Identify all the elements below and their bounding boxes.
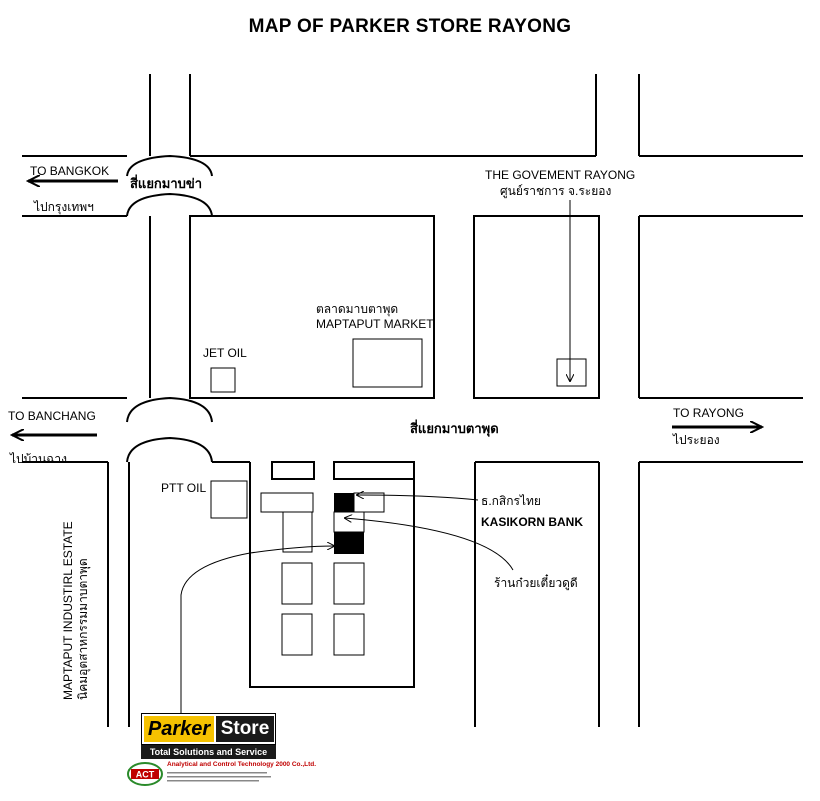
label-jet-oil: JET OIL bbox=[203, 346, 247, 360]
overpass-arc bbox=[126, 192, 213, 217]
label-government-th: ศูนย์ราชการ จ.ระยอง bbox=[500, 184, 612, 198]
overpass-arc bbox=[126, 436, 213, 463]
ptt-oil-station bbox=[210, 480, 248, 519]
building bbox=[260, 492, 314, 513]
block-small bbox=[271, 461, 315, 480]
building bbox=[281, 613, 313, 656]
act-logo-icon: ACT bbox=[127, 762, 163, 786]
parker-store-marker bbox=[334, 532, 364, 554]
label-market-en: MAPTAPUT MARKET bbox=[316, 317, 434, 331]
partner-fine-print bbox=[167, 771, 275, 785]
building bbox=[333, 511, 365, 533]
label-to-rayong: TO RAYONG bbox=[673, 406, 744, 420]
building bbox=[333, 562, 365, 605]
logo-banner: Parker Store bbox=[141, 713, 276, 745]
label-government-en: THE GOVEMENT RAYONG bbox=[485, 168, 636, 182]
route-to-store bbox=[180, 546, 334, 727]
government-building bbox=[556, 358, 587, 387]
label-bank-en: KASIKORN BANK bbox=[481, 515, 583, 529]
block-government bbox=[473, 215, 600, 399]
parker-store-logo: Parker Store Total Solutions and Service… bbox=[127, 713, 316, 793]
label-to-banchang: TO BANCHANG bbox=[8, 409, 96, 423]
overpass-arc bbox=[126, 396, 213, 423]
kasikorn-bank-marker bbox=[334, 493, 354, 512]
label-to-rayong-th: ไประยอง bbox=[673, 433, 720, 447]
maptaput-market-building bbox=[352, 338, 423, 388]
logo-parker-text: Parker bbox=[144, 716, 214, 742]
overpass-arc bbox=[126, 154, 213, 177]
block-small bbox=[333, 461, 415, 480]
label-bank-th: ธ.กสิกรไทย bbox=[481, 494, 541, 508]
label-ptt-oil: PTT OIL bbox=[161, 481, 207, 495]
building bbox=[281, 562, 313, 605]
logo-store-text: Store bbox=[216, 716, 274, 742]
pointer-noodle bbox=[345, 518, 514, 571]
building bbox=[333, 613, 365, 656]
label-estate-th: นิคมอุตสาหกรรมมาบตาพุด bbox=[76, 558, 90, 700]
partner-company-name: Analytical and Control Technology 2000 C… bbox=[167, 761, 317, 768]
block-market bbox=[189, 215, 435, 399]
label-junction-top: สี่แยกมาบข่า bbox=[130, 176, 203, 191]
pointer-bank bbox=[357, 495, 479, 501]
label-to-bangkok-th: ไปกรุงเทพฯ bbox=[34, 200, 94, 214]
label-noodle-shop: ร้านก๋วยเตี๋ยวดูดี bbox=[494, 576, 578, 590]
label-to-banchang-th: ไปบ้านฉาง bbox=[10, 452, 67, 466]
act-logo-text: ACT bbox=[136, 770, 155, 780]
label-market-th: ตลาดมาบตาพุด bbox=[316, 302, 399, 316]
label-estate-en: MAPTAPUT INDUSTIRL ESTATE bbox=[61, 521, 75, 700]
building bbox=[282, 511, 313, 553]
jet-oil-station bbox=[210, 367, 236, 393]
label-to-bangkok: TO BANGKOK bbox=[30, 164, 110, 178]
building bbox=[353, 492, 385, 513]
label-junction-main: สี่แยกมาบตาพุด bbox=[410, 421, 499, 436]
logo-tagline: Total Solutions and Service bbox=[141, 745, 276, 759]
map-title: MAP OF PARKER STORE RAYONG bbox=[248, 16, 572, 37]
